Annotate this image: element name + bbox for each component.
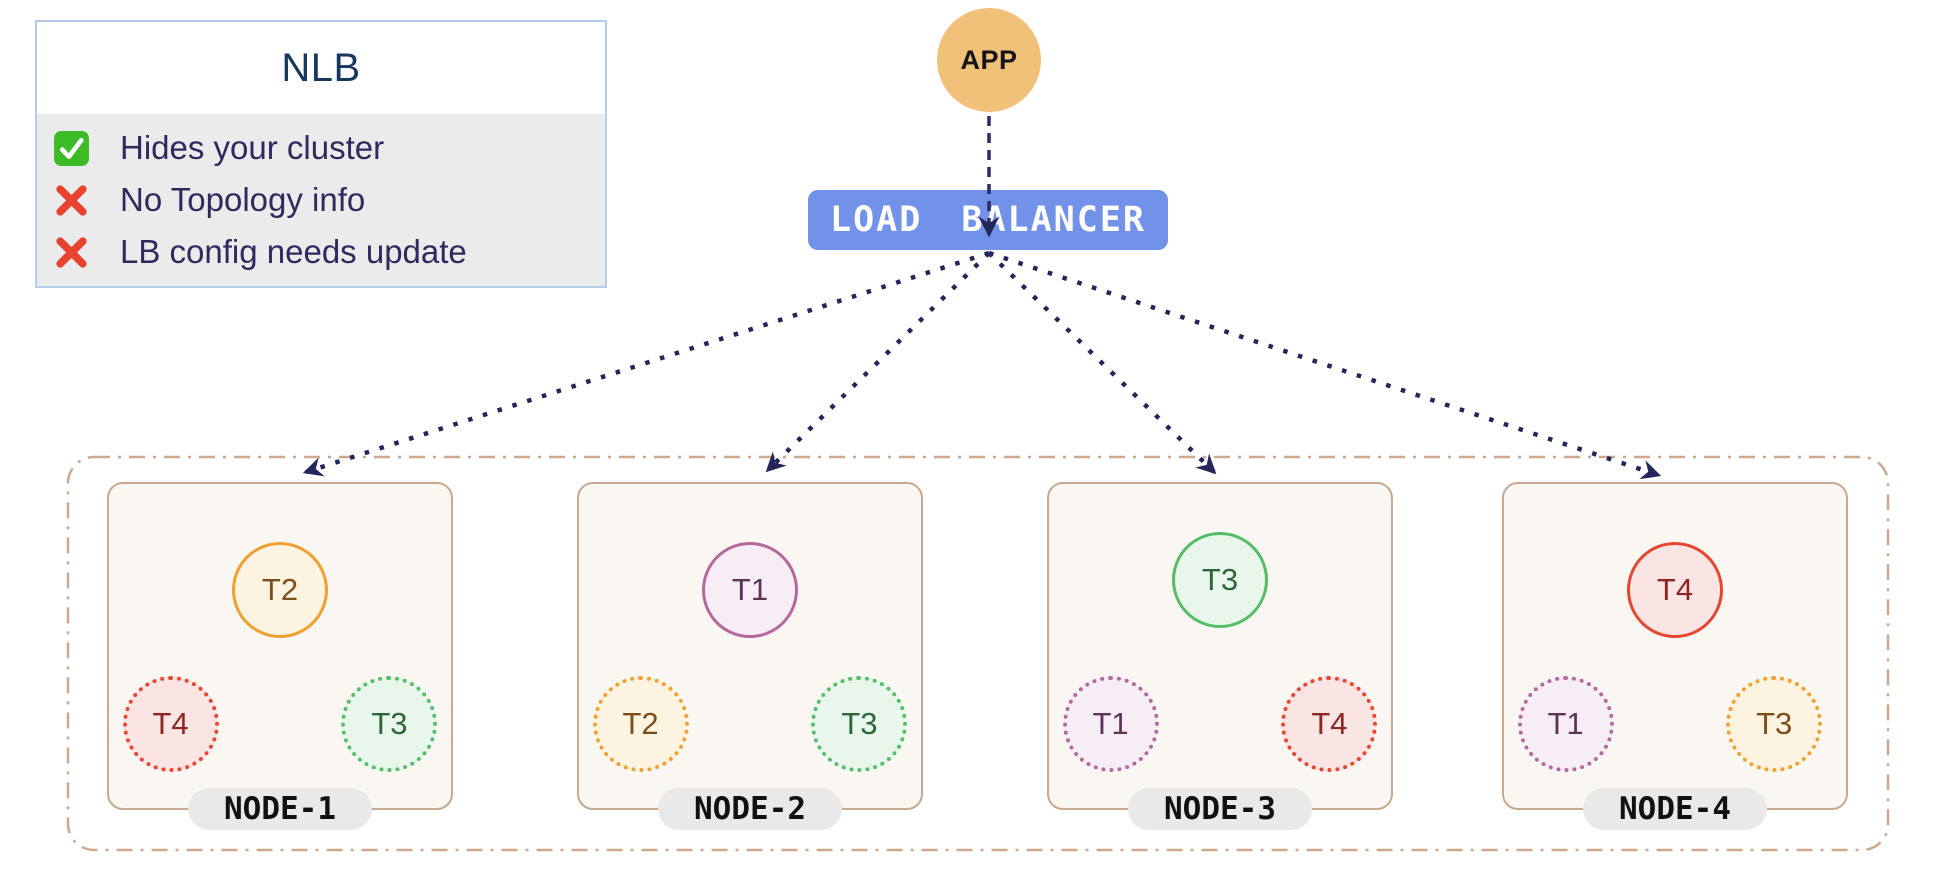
pod-label: T4 — [152, 706, 189, 741]
pod-label: T1 — [731, 572, 769, 607]
legend-box: NLB Hides your cluster No Topology info — [35, 20, 607, 288]
node-2-box: T1 T2 T3 NODE-2 — [577, 482, 923, 830]
pod-circle: T2 — [232, 542, 328, 638]
pod-circle: T4 — [1627, 542, 1723, 638]
load-balancer: LOAD BALANCER — [808, 190, 1168, 250]
node-4-box: T4 T1 T3 NODE-4 — [1502, 482, 1848, 830]
legend-item: No Topology info — [53, 181, 595, 219]
legend-item-text: Hides your cluster — [120, 129, 385, 166]
pod-label: T3 — [841, 706, 878, 741]
pod-circle: T3 — [1172, 532, 1268, 628]
legend-body: Hides your cluster No Topology info LB c… — [37, 114, 605, 286]
pod-label: T4 — [1656, 572, 1694, 607]
pod-label: T3 — [371, 706, 408, 741]
cross-icon — [56, 184, 87, 216]
node-1-box: T2 T4 T3 NODE-1 — [107, 482, 453, 830]
lb-to-node4-arrow — [988, 250, 1662, 480]
pod-label: T3 — [1201, 562, 1239, 597]
node-label: NODE-4 — [1583, 788, 1767, 830]
pod-circle: T4 — [122, 676, 219, 772]
pod-circle: T1 — [1517, 676, 1614, 772]
node-3-box: T3 T1 T4 NODE-3 — [1047, 482, 1393, 830]
pod-label: T1 — [1547, 706, 1584, 741]
pod-circle: T4 — [1281, 676, 1378, 772]
pod-label: T2 — [622, 706, 659, 741]
pod-circle: T1 — [1062, 676, 1159, 772]
legend-item-text: No Topology info — [120, 181, 366, 218]
legend-item: Hides your cluster — [53, 129, 595, 167]
pod-circle: T2 — [592, 676, 689, 772]
lb-to-node2-arrow — [765, 251, 991, 473]
legend-title: NLB — [281, 45, 361, 90]
check-icon — [54, 130, 89, 166]
cross-icon — [56, 236, 87, 268]
pod-label: T1 — [1092, 706, 1129, 741]
pod-label: T4 — [1311, 706, 1348, 741]
lb-to-node3-arrow — [987, 251, 1217, 475]
pod-circle: T3 — [811, 676, 908, 772]
app-node: APP — [937, 8, 1041, 112]
pod-label: T3 — [1756, 706, 1793, 741]
pod-circle: T3 — [341, 676, 438, 772]
pod-circle: T1 — [702, 542, 798, 638]
pod-circle: T3 — [1726, 676, 1823, 772]
legend-item-text: LB config needs update — [120, 233, 467, 270]
pod-label: T2 — [261, 572, 299, 607]
node-label: NODE-3 — [1128, 788, 1312, 830]
node-label: NODE-1 — [188, 788, 372, 830]
node-label: NODE-2 — [658, 788, 842, 830]
legend-item: LB config needs update — [53, 233, 595, 271]
